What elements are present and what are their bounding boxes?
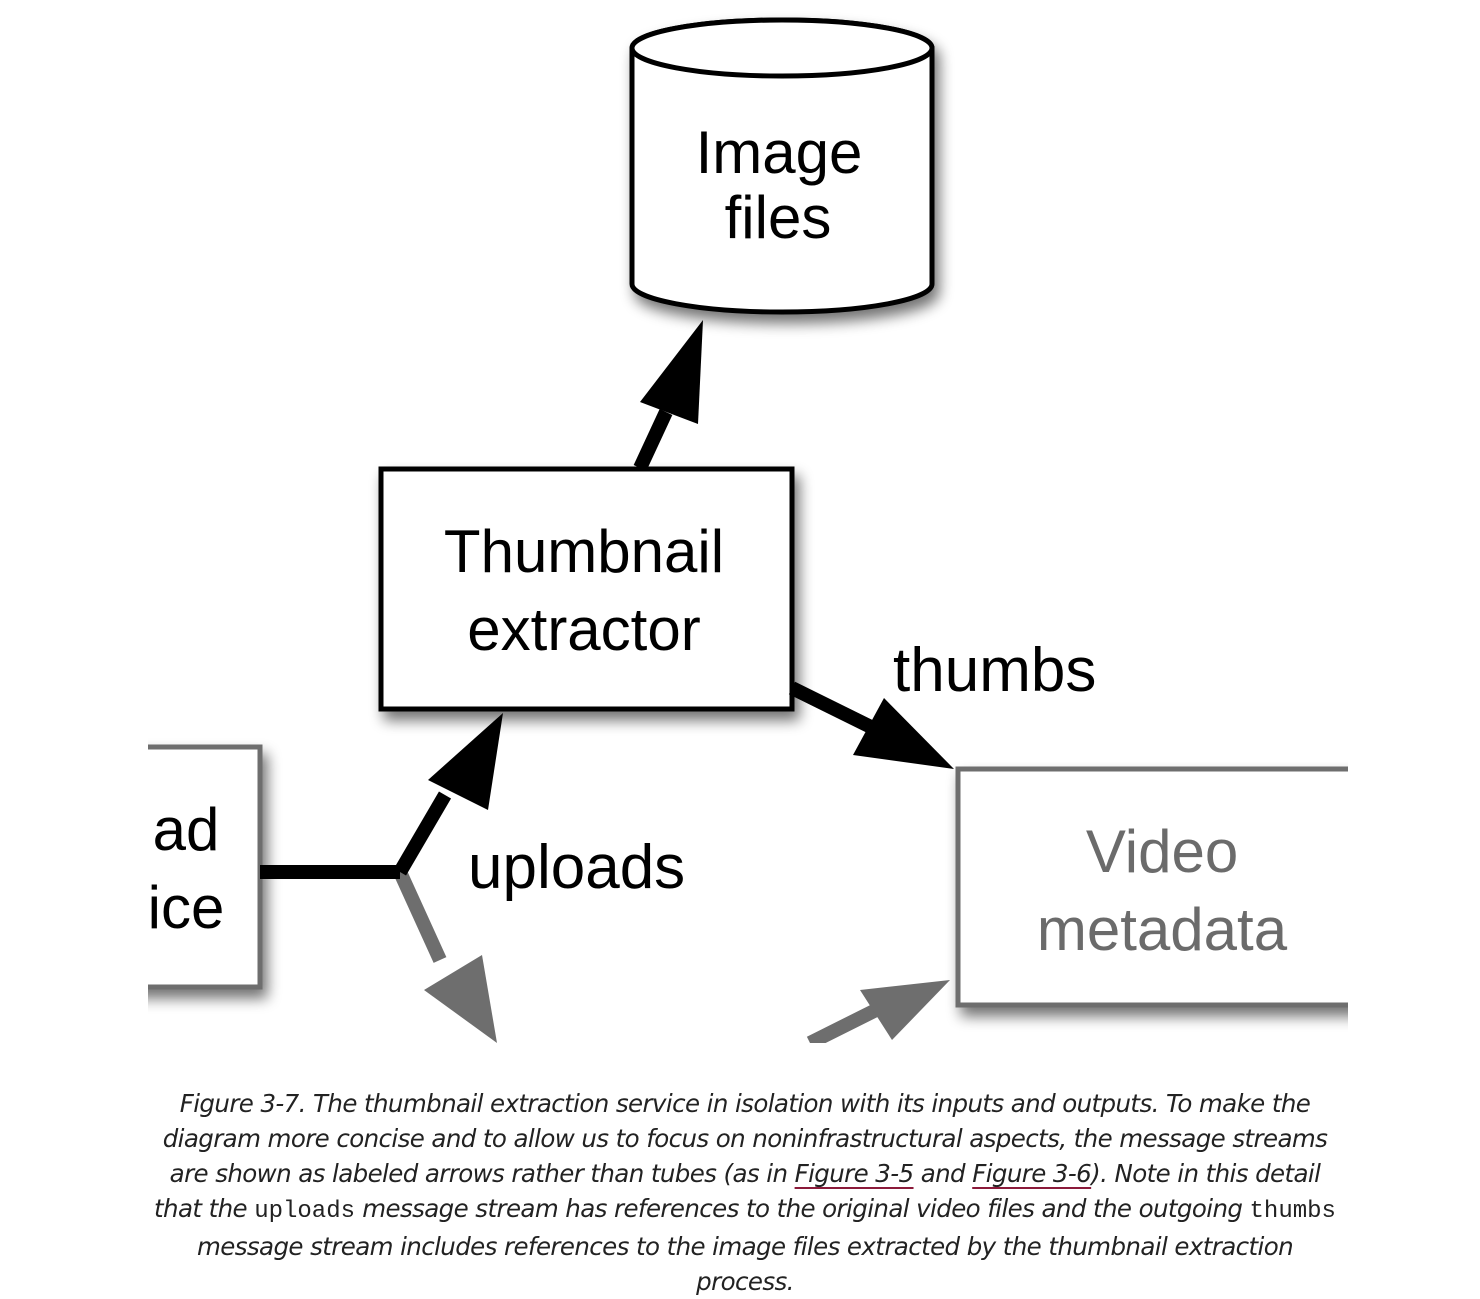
- caption-text-part2: and: [913, 1159, 973, 1188]
- uploads-stream-label: uploads: [468, 833, 685, 902]
- upload-service-label-line2: ice: [148, 874, 225, 941]
- image-files-datastore: [629, 17, 935, 315]
- caption-text-part4: message stream has references to the ori…: [355, 1194, 1250, 1223]
- thumbnail-extractor-label-line1: Thumbnail: [444, 518, 724, 585]
- arrow-extractor-to-image-files: [633, 320, 703, 471]
- figure-caption: Figure 3-7. The thumbnail extraction ser…: [150, 1086, 1340, 1299]
- caption-text-part1: The thumbnail extraction service in isol…: [162, 1089, 1328, 1188]
- video-metadata-label-line2: metadata: [1037, 896, 1288, 963]
- image-files-label-line2: files: [725, 184, 832, 251]
- faded-arrow-to-video-metadata: [806, 980, 950, 1043]
- caption-text-part5: message stream includes references to th…: [196, 1232, 1294, 1296]
- thumbs-stream-label: thumbs: [893, 636, 1096, 705]
- uploads-code: uploads: [254, 1198, 356, 1225]
- thumbnail-extractor-box: [378, 466, 795, 712]
- figure-number: Figure 3-7.: [179, 1089, 307, 1118]
- image-files-label-line1: Image: [696, 119, 863, 186]
- upload-service-label-line1: ad: [153, 796, 220, 863]
- faded-arrow-to-lower-left: [393, 869, 497, 1043]
- caption-text-part3: ). Note in this detail that the: [154, 1159, 1321, 1223]
- thumbs-arrow: [788, 681, 954, 769]
- video-metadata-label-line1: Video: [1086, 818, 1238, 885]
- figure-3-5-link[interactable]: Figure 3-5: [794, 1159, 915, 1188]
- thumbnail-extractor-label-line2: extractor: [467, 596, 700, 663]
- thumbs-code: thumbs: [1249, 1198, 1336, 1225]
- video-metadata-box: [955, 766, 1348, 1008]
- uploads-arrow: [260, 713, 503, 879]
- upload-service-box: [148, 744, 263, 990]
- architecture-diagram: Image files Thumbnail extractor ad ice V…: [148, 17, 1348, 1043]
- figure-3-6-link[interactable]: Figure 3-6: [972, 1159, 1092, 1188]
